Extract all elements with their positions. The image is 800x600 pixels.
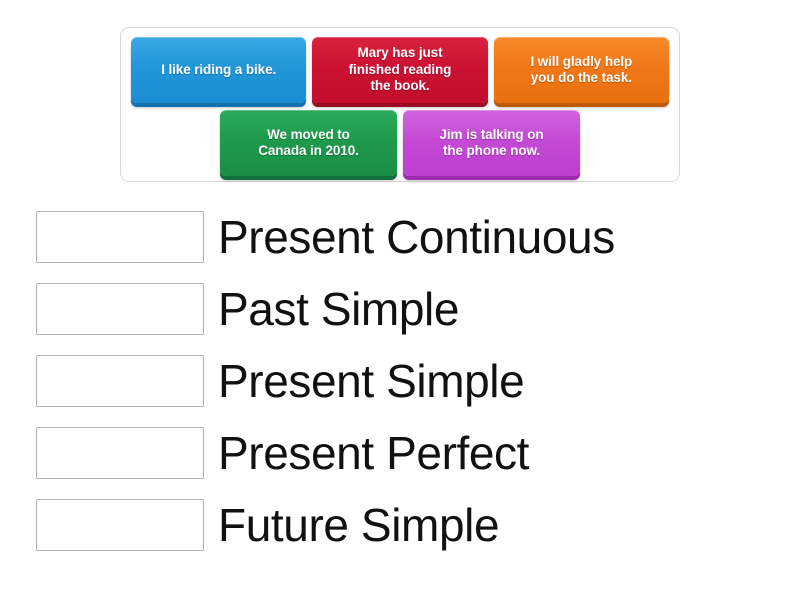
tile-line: I will gladly help	[530, 53, 633, 69]
tile-sentence-3[interactable]: I will gladly help you do the task.	[493, 37, 669, 103]
tile-line: the book.	[370, 78, 430, 94]
drop-zone-present-perfect[interactable]	[36, 427, 204, 479]
drop-zone-present-simple[interactable]	[36, 355, 204, 407]
drop-zone-past-simple[interactable]	[36, 283, 204, 335]
tile-sentence-1[interactable]: I like riding a bike.	[131, 37, 307, 103]
tile-line: Mary has just	[357, 45, 443, 61]
answer-label-present-perfect: Present Perfect	[218, 427, 530, 479]
answer-label-present-continuous: Present Continuous	[218, 211, 615, 263]
tile-line: Jim is talking on	[439, 126, 544, 142]
tile-line: I like riding a bike.	[161, 61, 277, 77]
tile-text: I like riding a bike.	[161, 62, 276, 78]
answer-row: Present Perfect	[36, 427, 776, 499]
drop-zone-future-simple[interactable]	[36, 499, 204, 551]
answer-list: Present Continuous Past Simple Present S…	[36, 211, 776, 571]
tile-tray: I like riding a bike. Mary has just fini…	[120, 27, 680, 182]
tile-text: Jim is talking on the phone now.	[439, 127, 543, 160]
tile-text: I will gladly help you do the task.	[530, 54, 632, 87]
tile-line: We moved to	[267, 126, 350, 142]
drop-zone-present-continuous[interactable]	[36, 211, 204, 263]
tile-sentence-2[interactable]: Mary has just finished reading the book.	[312, 37, 488, 103]
tile-line: the phone now.	[442, 143, 541, 158]
answer-label-present-simple: Present Simple	[218, 355, 525, 407]
answer-row: Past Simple	[36, 283, 776, 355]
answer-row: Present Continuous	[36, 211, 776, 283]
answer-row: Future Simple	[36, 499, 776, 571]
tile-sentence-4[interactable]: We moved to Canada in 2010.	[220, 110, 397, 176]
tile-text: We moved to Canada in 2010.	[258, 127, 359, 160]
tile-row-top: I like riding a bike. Mary has just fini…	[131, 37, 669, 103]
answer-row: Present Simple	[36, 355, 776, 427]
tile-line: finished reading	[348, 61, 452, 77]
answer-label-past-simple: Past Simple	[218, 283, 460, 335]
answer-label-future-simple: Future Simple	[218, 499, 500, 551]
tile-text: Mary has just finished reading the book.	[349, 45, 452, 94]
tile-line: Canada in 2010.	[258, 143, 359, 158]
tile-sentence-5[interactable]: Jim is talking on the phone now.	[403, 110, 580, 176]
tile-line: you do the task.	[530, 70, 632, 85]
tile-row-bottom: We moved to Canada in 2010. Jim is talki…	[131, 110, 669, 176]
